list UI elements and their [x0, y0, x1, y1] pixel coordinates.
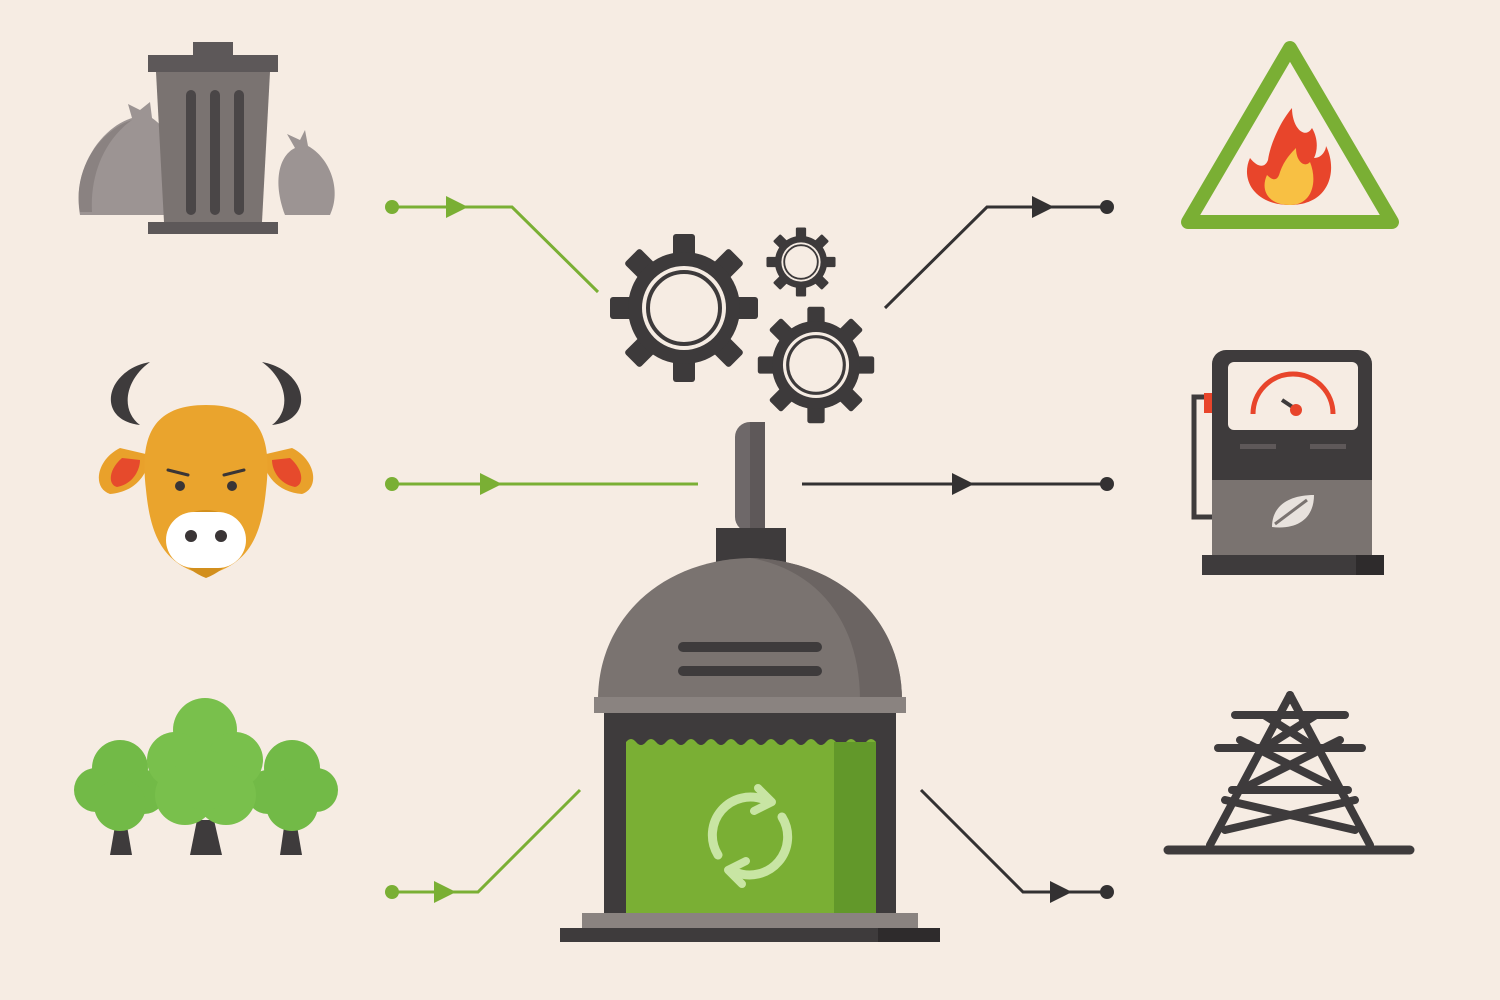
input-flow-livestock — [385, 473, 698, 495]
output-flow-gas — [883, 196, 1114, 310]
input-flow-garbage — [385, 196, 600, 294]
cow-head-icon — [98, 362, 314, 578]
biofuel-pump-icon — [1191, 350, 1384, 575]
output-flow-fuel — [802, 473, 1114, 495]
flammable-warning-icon — [1181, 41, 1399, 229]
gears-icon — [609, 227, 875, 424]
input-flow-plants — [385, 788, 582, 903]
trash-can-with-bags-icon — [78, 42, 335, 234]
output-flow-electricity — [919, 788, 1114, 903]
trees-icon — [74, 698, 338, 855]
power-pylon-icon — [1163, 691, 1415, 855]
biogas-digester-icon — [560, 422, 940, 942]
recycle-arrows-icon — [707, 784, 793, 888]
